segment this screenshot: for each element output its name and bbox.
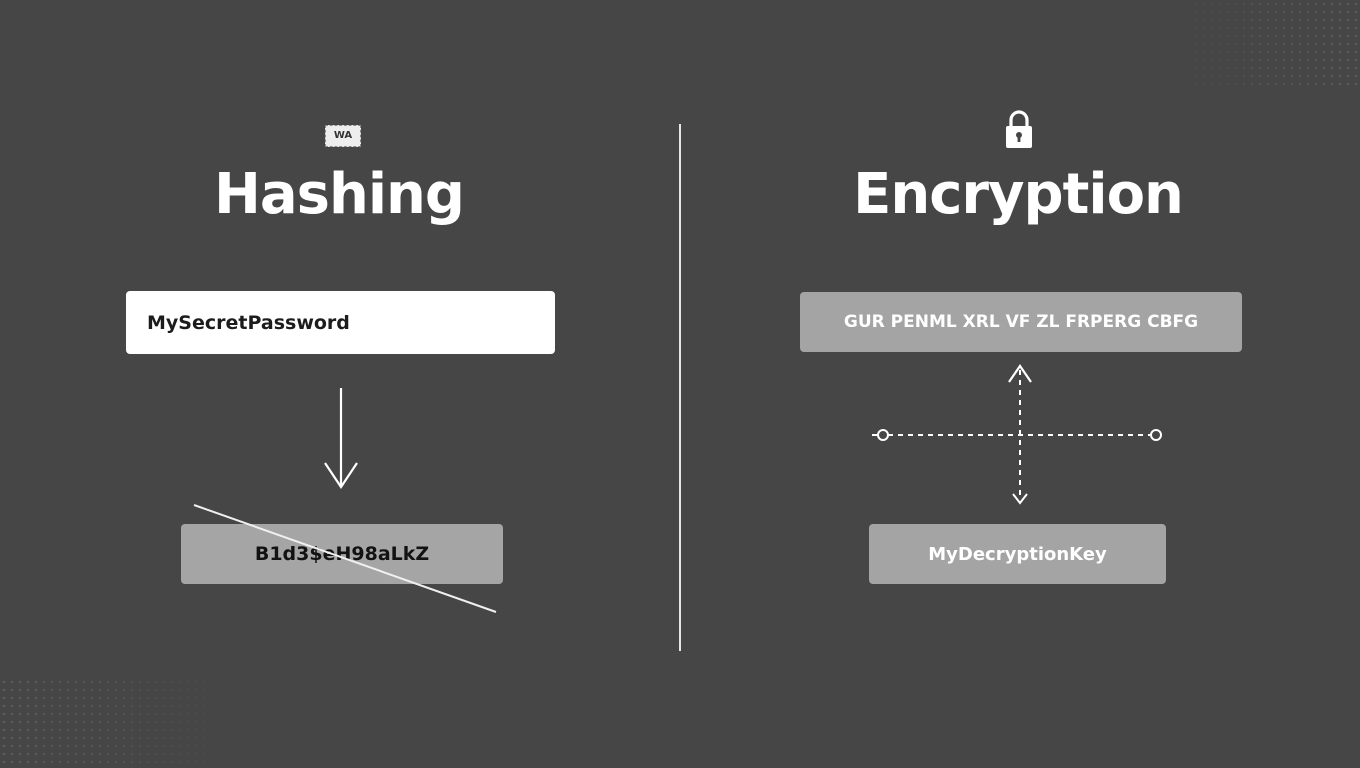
lock-icon <box>1006 110 1032 148</box>
password-input-box: MySecretPassword <box>126 291 555 354</box>
bidirectional-dashed-arrow-icon <box>1008 364 1032 505</box>
connector-endpoint-right <box>1150 429 1162 441</box>
connector-endpoint-left <box>877 429 889 441</box>
encryption-title: Encryption <box>853 162 1184 227</box>
decryption-key-box: MyDecryptionKey <box>869 524 1166 584</box>
hashing-title: Hashing <box>213 162 465 227</box>
wa-tag-icon: WA <box>325 125 361 147</box>
horizontal-dashed-connector <box>872 429 1162 441</box>
hash-output-box: B1d3$eH98aLkZ <box>181 524 503 584</box>
dot-pattern-top-right <box>1160 0 1360 85</box>
ciphertext-box: GUR PENML XRL VF ZL FRPERG CBFG <box>800 292 1242 352</box>
dot-pattern-bottom-left <box>0 678 250 768</box>
center-divider <box>679 124 681 651</box>
arrow-down-icon <box>324 388 358 489</box>
